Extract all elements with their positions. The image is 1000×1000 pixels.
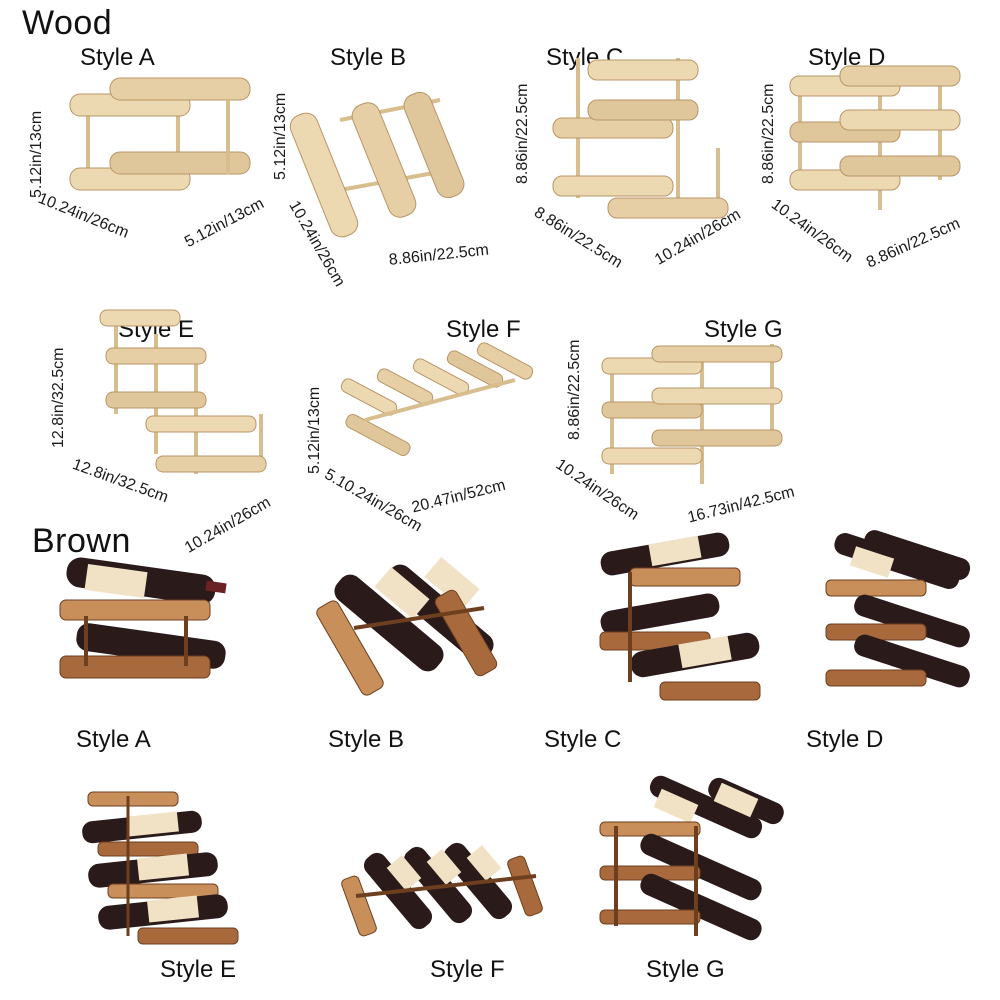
- wood-style-e-rack-image: [99, 309, 267, 474]
- brown-style-f-label: Style F: [430, 956, 505, 983]
- section-title-brown: Brown: [32, 522, 131, 560]
- brown-style-e-label: Style E: [160, 956, 237, 983]
- wood-style-a-label: Style A: [80, 44, 155, 71]
- wood-style-f-height: 5.12in/13cm: [306, 386, 323, 474]
- brown-style-e-rack-image: [82, 791, 239, 945]
- brown-style-d-rack-image: [825, 530, 971, 688]
- wood-style-g-height: 8.86in/22.5cm: [566, 339, 583, 440]
- wood-style-c-height: 8.86in/22.5cm: [514, 83, 531, 184]
- brown-style-a-label: Style A: [76, 726, 151, 753]
- brown-style-b-label: Style B: [328, 726, 405, 753]
- wood-style-d-rack-image: [789, 65, 961, 210]
- wood-style-b-rack-image: [289, 91, 465, 238]
- wood-style-f-label: Style F: [446, 316, 521, 343]
- wood-style-b-height: 5.12in/13cm: [272, 92, 289, 180]
- wood-style-a-height: 5.12in/13cm: [28, 110, 45, 198]
- brown-style-c-label: Style C: [544, 726, 622, 753]
- brown-style-a-rack-image: [59, 557, 227, 679]
- wood-style-e-depth: 10.24in/26cm: [182, 493, 274, 557]
- brown-style-g-label: Style G: [646, 956, 725, 983]
- brown-style-g-rack-image: [599, 775, 784, 941]
- wood-style-e-height: 12.8in/32.5cm: [50, 347, 67, 448]
- wood-style-d-height: 8.86in/22.5cm: [760, 83, 777, 184]
- wood-style-g-rack-image: [601, 344, 783, 484]
- wood-style-g-label: Style G: [704, 316, 783, 343]
- brown-style-d-label: Style D: [806, 726, 884, 753]
- wood-style-c-rack-image: [552, 58, 729, 219]
- wood-style-b-label: Style B: [330, 44, 407, 71]
- brown-style-b-rack-image: [316, 556, 498, 696]
- wood-style-f-depth: 20.47in/52cm: [410, 476, 508, 517]
- wood-style-f-length: 5.10.24in/26cm: [321, 466, 425, 536]
- wood-style-a-rack-image: [69, 77, 251, 191]
- brown-style-f-rack-image: [341, 842, 543, 937]
- wood-style-f-rack-image: [340, 342, 534, 456]
- section-title-wood: Wood: [22, 4, 113, 42]
- brown-style-c-rack-image: [599, 532, 761, 701]
